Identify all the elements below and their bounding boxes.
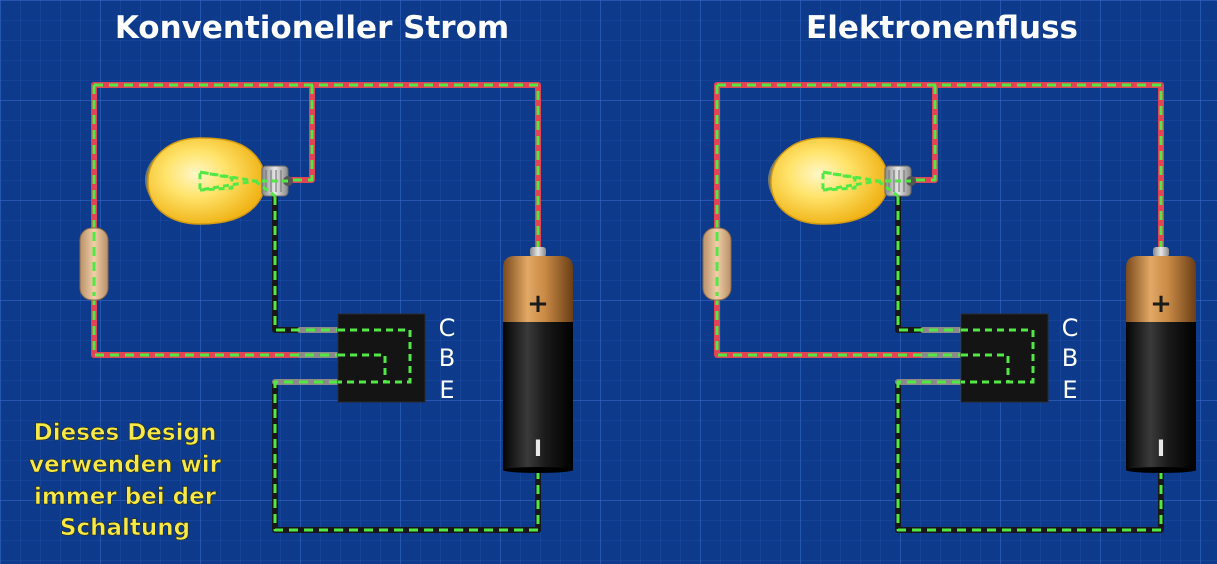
pin-label-emitter: E <box>439 376 454 404</box>
battery-plus-label: + <box>527 289 549 319</box>
pin-label-base: B <box>439 344 455 372</box>
panel-conventional-current: Konventioneller Strom C B E + I <box>80 10 573 530</box>
note-line-4: Schaltung <box>60 515 190 541</box>
panel-title: Elektronenfluss <box>806 10 1078 46</box>
panel-electron-flow: Elektronenfluss C B E + I <box>703 10 1196 530</box>
note-line-2: verwenden wir <box>29 452 222 478</box>
pin-label-collector: C <box>439 314 456 342</box>
battery-minus-label: I <box>534 437 542 462</box>
note-line-3: immer bei der <box>34 484 217 510</box>
note-line-1: Dieses Design <box>34 420 217 446</box>
battery-minus-label: I <box>1157 437 1165 462</box>
pin-label-emitter: E <box>1062 376 1077 404</box>
panel-title: Konventioneller Strom <box>115 10 509 46</box>
pin-label-base: B <box>1062 344 1078 372</box>
battery-plus-label: + <box>1150 289 1172 319</box>
pin-label-collector: C <box>1062 314 1079 342</box>
design-note: Dieses Design verwenden wir immer bei de… <box>29 420 222 542</box>
